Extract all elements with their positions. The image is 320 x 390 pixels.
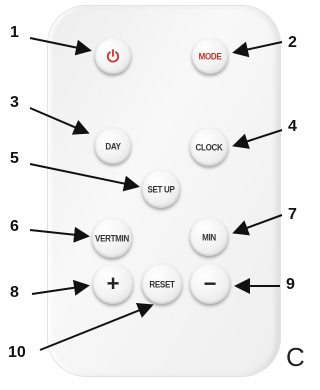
power-icon (106, 49, 120, 63)
reset-button[interactable]: RESET (142, 264, 182, 304)
minus-button[interactable]: − (190, 264, 230, 304)
arrow-4 (232, 129, 283, 149)
arrow-10 (39, 303, 154, 351)
plus-button-label: + (106, 271, 120, 296)
setup-button-label: SET UP (147, 183, 175, 195)
minus-button-label: − (203, 271, 217, 296)
corner-letter: C (286, 342, 305, 372)
mode-button-label: MODE (198, 50, 222, 62)
arrow-7 (232, 214, 283, 236)
vertmin-button-label: VERTMIN (95, 232, 129, 244)
callout-7: 7 (288, 206, 297, 223)
plus-button[interactable]: + (93, 264, 133, 304)
day-button-label: DAY (105, 140, 121, 152)
power-button[interactable] (95, 38, 131, 74)
callout-9: 9 (286, 276, 295, 293)
reset-button-label: RESET (149, 278, 175, 290)
clock-button[interactable]: CLOCK (190, 128, 228, 166)
arrow-3 (29, 107, 90, 135)
day-button[interactable]: DAY (95, 128, 131, 164)
callout-2: 2 (288, 34, 297, 51)
callout-5: 5 (10, 150, 19, 167)
mode-button[interactable]: MODE (192, 38, 228, 74)
callout-4: 4 (288, 118, 297, 135)
min-button-label: MIN (202, 231, 216, 243)
arrow-6 (29, 226, 90, 243)
arrow-8 (31, 279, 90, 296)
callout-6: 6 (10, 218, 19, 235)
vertmin-button[interactable]: VERTMIN (92, 218, 132, 258)
callout-8: 8 (10, 284, 19, 301)
arrow-1 (29, 37, 92, 56)
callout-1: 1 (10, 24, 19, 41)
callout-3: 3 (10, 94, 19, 111)
arrow-2 (232, 41, 283, 58)
setup-button[interactable]: SET UP (142, 170, 180, 208)
clock-button-label: CLOCK (195, 141, 223, 153)
callout-10: 10 (8, 344, 26, 361)
arrow-5 (29, 163, 140, 192)
min-button[interactable]: MIN (190, 218, 228, 256)
